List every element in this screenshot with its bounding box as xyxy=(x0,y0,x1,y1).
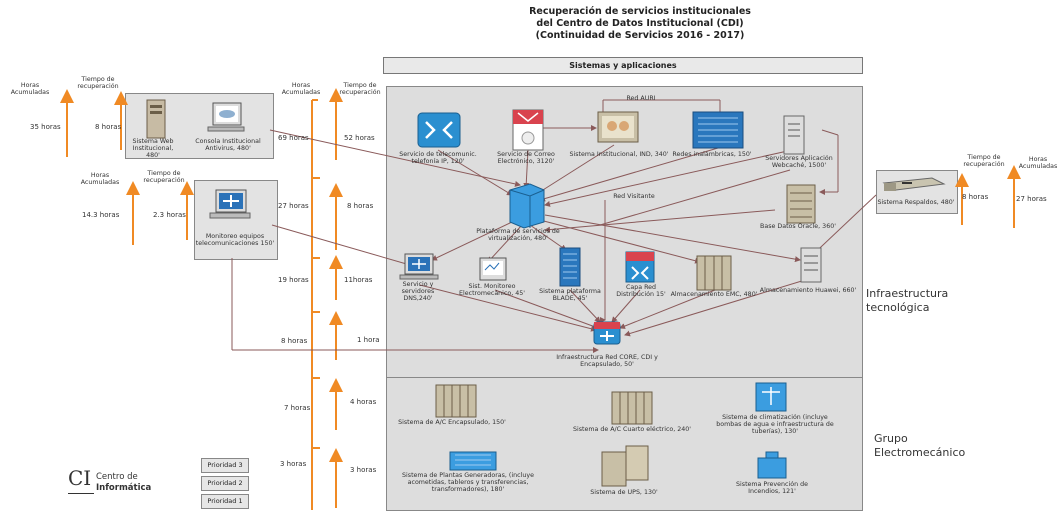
network-monitor-icon xyxy=(209,189,251,219)
timeline-main-arrows xyxy=(311,88,343,510)
label-wireless-networks: Redes inalámbricas, 150' xyxy=(672,151,752,158)
timeline-right-arrows xyxy=(955,165,1021,228)
mail-server-icon xyxy=(512,109,544,151)
left-header-recovery: Tiempo de recuperación xyxy=(77,76,119,90)
label-app-servers: Servidores Aplicación Webcaché, 1500' xyxy=(765,155,833,169)
label-institutional-system: Sistema Institucional, IND, 340' xyxy=(569,151,669,158)
telecom-router-icon xyxy=(417,112,461,148)
label-ac-electric-room: Sistema de A/C Cuarto eléctrico, 240' xyxy=(572,426,692,433)
label-huawei-storage: Almacenamiento Huawei, 660' xyxy=(759,287,857,294)
priority-2-badge: Prioridad 2 xyxy=(201,476,249,491)
label-infra-section: Infraestructura tecnológica xyxy=(866,287,949,314)
app-server-icon xyxy=(783,115,805,155)
left2-header-hours: Horas Acumuladas xyxy=(80,172,120,186)
left-acc-2: 14.3 horas xyxy=(82,211,120,219)
ups-system-icon xyxy=(601,445,649,487)
title-line-2: del Centro de Datos Institucional (CDI) xyxy=(536,18,744,29)
right-box xyxy=(876,170,958,214)
title-line-1: Recuperación de servicios institucionale… xyxy=(529,6,751,17)
main-rec-4: 1 hora xyxy=(357,336,380,344)
oracle-db-icon xyxy=(786,184,816,224)
left-rec-1: 8 horas xyxy=(95,123,122,131)
label-emc-storage: Almacenamiento EMC, 480' xyxy=(670,291,758,298)
label-blade-platform: Sistema plataforma BLADE, 45' xyxy=(539,288,601,302)
monitor-icon xyxy=(207,102,245,132)
left2-header-recovery: Tiempo de recuperación xyxy=(143,170,185,184)
label-climate-system: Sistema de climatización (incluye bombas… xyxy=(716,414,834,435)
core-network-icon xyxy=(593,321,621,345)
title-line-3: (Continuidad de Servicios 2016 - 2017) xyxy=(535,30,745,41)
emc-storage-icon xyxy=(696,255,732,291)
priority-3-badge: Prioridad 3 xyxy=(201,458,249,473)
distribution-switch-icon xyxy=(625,251,655,283)
institutional-system-icon xyxy=(597,111,639,143)
label-electromech-monitor: Sist. Monitoreo Electromecánico, 45' xyxy=(459,283,525,297)
dns-server-icon xyxy=(399,253,439,280)
right-header-hours: Horas Acumuladas xyxy=(1018,156,1058,170)
label-distribution-layer: Capa Red Distribución 15' xyxy=(616,284,666,298)
label-dns-service: Servicio y servidores DNS,240' xyxy=(401,281,435,302)
label-oracle-db: Base Datos Oracle, 360' xyxy=(760,223,836,230)
label-web-system: Sistema Web Institucional, 480' xyxy=(132,138,174,159)
monitoring-panel-icon xyxy=(479,257,507,281)
wireless-rack-icon xyxy=(692,111,744,149)
logo-ci: CI xyxy=(68,466,92,490)
label-antivirus-console: Consola Institucional Antivirus, 480' xyxy=(195,138,261,152)
left-header-hours: Horas Acumuladas xyxy=(10,82,50,96)
huawei-storage-icon xyxy=(800,247,822,283)
main-header-recovery: Tiempo de recuperación xyxy=(339,82,381,96)
left-acc-1: 35 horas xyxy=(30,123,61,131)
main-rec-3: 11horas xyxy=(344,276,373,284)
label-mail-service: Servicio de Correo Electrónico, 3120' xyxy=(497,151,555,165)
ac-room-icon xyxy=(611,391,653,425)
label-red-auri: Red AURI xyxy=(626,95,656,102)
main-rec-1: 52 horas xyxy=(344,134,375,142)
backup-device-icon xyxy=(882,177,946,191)
left-rec-2: 2.3 horas xyxy=(153,211,186,219)
climate-system-icon xyxy=(755,382,787,412)
label-red-visitante: Red Visitante xyxy=(613,193,655,200)
label-virtualization: Plataforma de servicios de virtualizació… xyxy=(476,228,560,242)
diagram-title: Recuperación de servicios institucionale… xyxy=(420,6,860,42)
logo-underline xyxy=(68,493,94,494)
label-electro-section: Grupo Electromecánico xyxy=(874,432,966,459)
ac-encapsulated-icon xyxy=(435,384,477,418)
label-backup-system: Sistema Respaldos, 480' xyxy=(877,199,955,206)
label-core-network: Infraestructura Red CORE, CDI y Encapsul… xyxy=(556,354,658,368)
server-tower-icon xyxy=(146,99,166,139)
priority-1-badge: Prioridad 1 xyxy=(201,494,249,509)
logo-line-2: Informática xyxy=(96,483,152,493)
main-rec-6: 3 horas xyxy=(350,466,377,474)
main-rec-5: 4 horas xyxy=(350,398,377,406)
right-acc: 27 horas xyxy=(1016,195,1047,203)
virtualization-icon xyxy=(509,183,545,229)
fire-prevention-icon xyxy=(757,451,787,479)
main-rec-2: 8 horas xyxy=(347,202,374,210)
left-box-bottom xyxy=(194,180,278,260)
timeline-left-arrows xyxy=(60,89,194,245)
label-ups-system: Sistema de UPS, 130' xyxy=(590,489,658,496)
label-telecom-service: Servicio de telecomunic. telefonía IP, 1… xyxy=(399,151,477,165)
systems-section-header: Sistemas y aplicaciones xyxy=(383,57,863,74)
main-acc-6: 3 horas xyxy=(280,460,307,468)
main-acc-2: 27 horas xyxy=(278,202,309,210)
main-header-hours: Horas Acumuladas xyxy=(281,82,321,96)
blade-server-icon xyxy=(559,247,581,287)
label-telecom-monitor: Monitoreo equipos telecomunicaciones 150… xyxy=(195,233,275,247)
connection-lines xyxy=(231,99,877,353)
label-ac-encapsulated: Sistema de A/C Encapsulado, 150' xyxy=(398,419,506,426)
logo: CI xyxy=(68,466,91,490)
logo-line-1: Centro de xyxy=(96,472,138,482)
right-rec: 8 horas xyxy=(962,193,989,201)
main-acc-3: 19 horas xyxy=(278,276,309,284)
generator-plants-icon xyxy=(449,451,497,471)
label-fire-prevention: Sistema Prevención de Incendios, 121' xyxy=(736,481,808,495)
main-acc-1: 69 horas xyxy=(278,134,309,142)
right-header-recovery: Tiempo de recuperación xyxy=(963,154,1005,168)
label-generator-plants: Sistema de Plantas Generadoras, (incluye… xyxy=(402,472,534,493)
main-acc-4: 8 horas xyxy=(281,337,308,345)
main-acc-5: 7 horas xyxy=(284,404,311,412)
